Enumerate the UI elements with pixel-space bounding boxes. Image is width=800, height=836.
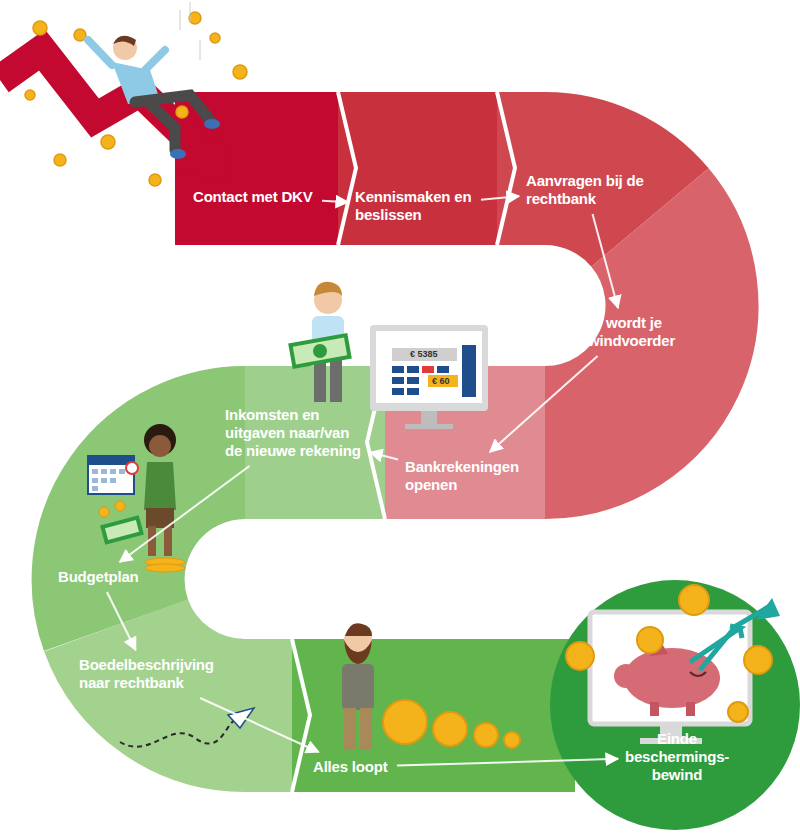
step-box: Alles loopt [310,756,393,778]
step-label: Budgetplan [58,568,141,586]
step-connector [481,196,519,200]
band-segment [338,92,497,245]
step-label: Boedelbeschrijving naar rechtbank [79,656,216,692]
step-connector [490,356,598,452]
step-box: Inkomsten en uitgaven naar/van de nieuwe… [222,404,366,462]
monitor [370,325,488,429]
step-box: Contact met DKV [190,186,318,208]
step-label: DKV wordt je bewindvoerder [571,314,678,350]
step-label: Aanvragen bij de rechtbank [526,172,646,208]
band-segment [545,218,682,443]
step-connector [120,466,250,562]
band-segment [292,639,575,792]
step-connector [593,214,618,308]
man-with-coins [342,623,520,750]
step-label: Alles loopt [313,758,390,776]
piggy-bank-monitor [566,585,780,744]
step-connector [370,452,398,459]
step-box: Aanvragen bij de rechtbank [523,170,649,210]
falling-man [88,36,220,159]
band-segment [497,169,650,218]
amount-label: € 60 [430,376,452,387]
chevron [338,92,356,245]
step-label: Kennismaken en beslissen [355,188,474,224]
step-label: Einde beschermings- bewind [625,730,729,784]
step-connector [397,759,618,766]
amount-label: € 5385 [408,349,440,360]
step-connector [200,698,318,752]
flight-path [120,720,235,747]
step-box: Kennismaken en beslissen [352,186,477,226]
end-circle [550,580,800,830]
step-box: DKV wordt je bewindvoerder [568,312,681,352]
man-with-money [288,282,352,402]
step-label: Contact met DKV [193,188,315,206]
step-label: Bankrekeningen openen [405,458,521,494]
step-box: Bankrekeningen openen [402,456,524,496]
chevron [497,92,515,245]
end-step: Einde beschermings- bewind [622,728,732,786]
step-connector [322,201,348,202]
step-box: Budgetplan [55,566,144,588]
chevron [292,639,310,792]
step-box: Boedelbeschrijving naar rechtbank [76,654,219,694]
step-connector [107,592,136,650]
step-label: Inkomsten en uitgaven naar/van de nieuwe… [225,406,363,460]
paper-plane [228,708,254,728]
